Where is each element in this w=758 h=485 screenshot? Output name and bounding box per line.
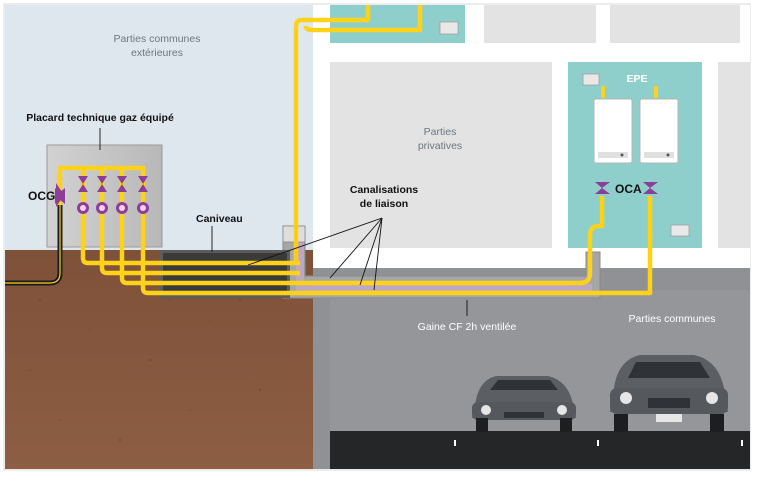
valve-icon-4 [138, 176, 148, 192]
label-caniveau: Caniveau [196, 213, 243, 225]
pipe-4 [140, 240, 300, 296]
label-communes: Parties communes [629, 313, 716, 325]
pipe-to-boiler-1 [300, 196, 605, 286]
meter-icon-3 [116, 202, 128, 214]
boiler-1 [593, 86, 633, 194]
meter-icon-1 [77, 202, 89, 214]
soil-texture [29, 298, 281, 442]
label-privatives-line2: privatives [418, 140, 462, 152]
car-left [472, 376, 576, 432]
boiler-2 [639, 86, 679, 194]
boiler-room-vent-bottom [670, 224, 690, 237]
label-epe: EPE [626, 73, 647, 85]
boiler-room-vent-top [582, 73, 600, 86]
garage-floor [330, 431, 750, 469]
label-canalisations-line2: de liaison [360, 198, 408, 210]
boiler-room [568, 62, 702, 248]
label-cabinet: Placard technique gaz équipé [26, 112, 174, 124]
leader-lines [99, 128, 468, 316]
car-right [610, 355, 728, 432]
supply-pipe-stripe [5, 205, 61, 284]
label-canalisations-line1: Canalisations [350, 184, 418, 196]
upper-room-grey-2 [610, 5, 740, 43]
cabinet-valves [55, 176, 149, 214]
label-exterior-line2: extérieures [131, 47, 183, 59]
valve-icon-1 [78, 176, 88, 192]
riser-right [303, 5, 423, 33]
upper-room-grey [484, 5, 596, 43]
meter-icon-2 [96, 202, 108, 214]
side-room [718, 62, 750, 248]
gaine-duct [282, 225, 601, 299]
label-ocg: OCG [28, 189, 55, 203]
label-oca: OCA [615, 182, 642, 196]
label-exterior-line1: Parties communes [114, 33, 201, 45]
oca-valve-icon-1 [595, 182, 610, 194]
label-gaine: Gaine CF 2h ventilée [418, 321, 517, 333]
label-privatives-line1: Parties [424, 126, 457, 138]
pipe-to-boiler-2 [300, 196, 653, 296]
riser-left [293, 5, 371, 263]
pipe-2 [99, 168, 300, 276]
gas-pipes [57, 5, 653, 296]
oca-valve-icon-2 [643, 182, 658, 194]
private-room [330, 62, 552, 248]
meter-icon-4 [137, 202, 149, 214]
valve-icon-3 [117, 176, 127, 192]
upper-vent [439, 21, 459, 35]
pipe-3 [119, 168, 300, 286]
pipe-1 [80, 168, 300, 266]
valve-icon-2 [97, 176, 107, 192]
